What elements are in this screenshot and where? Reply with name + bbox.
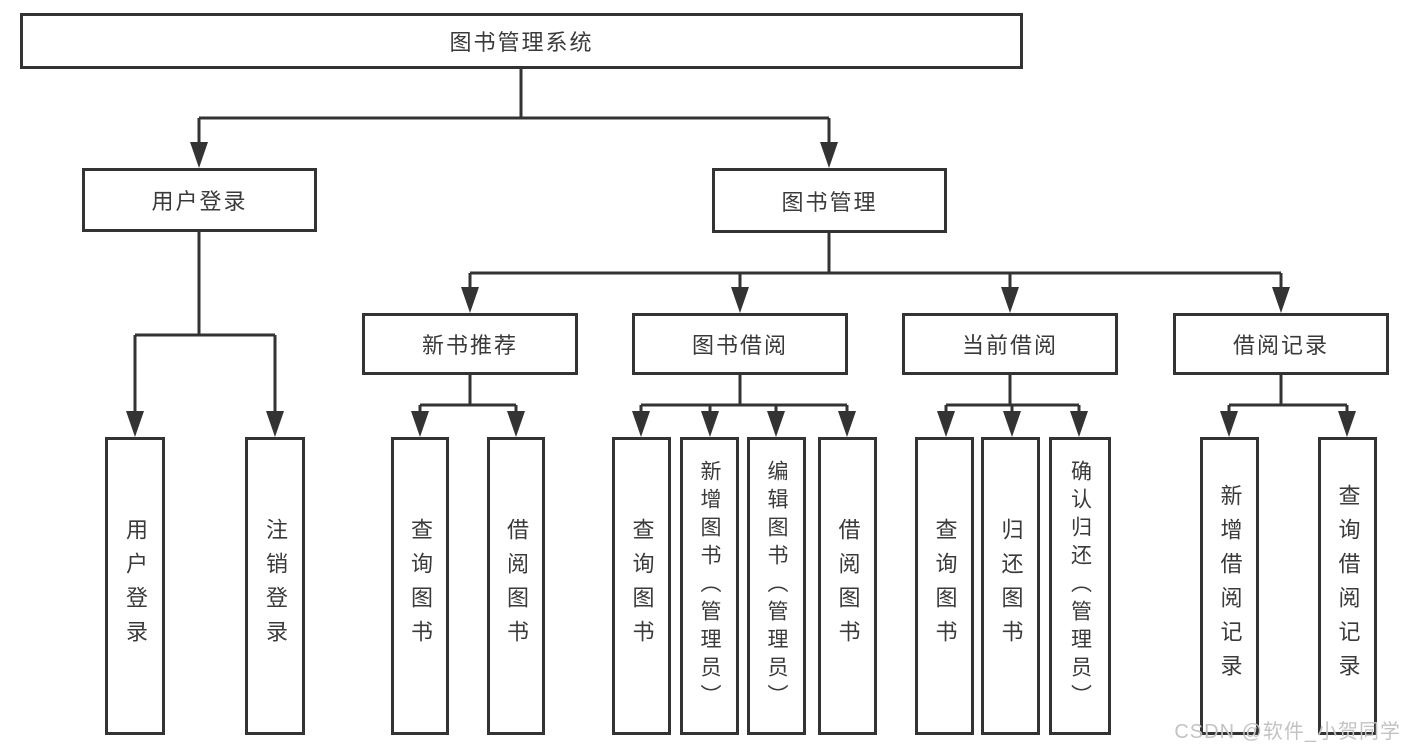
leaf-user-login: 用户登录 <box>105 437 165 735</box>
leaf-edit-book-admin-label: 编辑图书（管理员） <box>765 460 788 712</box>
leaf-return-book-label: 归还图书 <box>998 518 1024 654</box>
node-borrow-records: 借阅记录 <box>1173 313 1389 375</box>
leaf-return-book: 归还图书 <box>981 437 1040 735</box>
leaf-logout: 注销登录 <box>245 437 305 735</box>
leaf-query-books-current-label: 查询图书 <box>932 518 958 654</box>
node-user-login-label: 用户登录 <box>151 189 248 214</box>
leaf-logout-label: 注销登录 <box>263 518 288 654</box>
node-book-management-label: 图书管理 <box>781 189 878 215</box>
leaf-add-borrow-record-label: 新增借阅记录 <box>1217 484 1243 688</box>
leaf-query-books-borrow: 查询图书 <box>612 437 671 735</box>
leaf-query-books-recommend: 查询图书 <box>391 437 449 735</box>
leaf-query-books-current: 查询图书 <box>915 437 974 735</box>
leaf-query-books-recommend-label: 查询图书 <box>408 518 433 654</box>
node-current-borrow: 当前借阅 <box>902 313 1118 375</box>
leaf-borrow-books-borrow: 借阅图书 <box>818 437 877 735</box>
leaf-borrow-books-recommend-label: 借阅图书 <box>504 518 529 654</box>
leaf-add-book-admin-label: 新增图书（管理员） <box>698 460 721 712</box>
node-new-book-recommend: 新书推荐 <box>362 313 578 375</box>
node-root-label: 图书管理系统 <box>449 30 594 55</box>
leaf-edit-book-admin: 编辑图书（管理员） <box>747 437 806 735</box>
leaf-confirm-return-admin: 确认归还（管理员） <box>1049 437 1111 735</box>
node-book-borrow: 图书借阅 <box>632 313 848 375</box>
node-user-login: 用户登录 <box>82 168 317 232</box>
node-book-management: 图书管理 <box>712 168 947 233</box>
leaf-confirm-return-admin-label: 确认归还（管理员） <box>1068 460 1092 712</box>
watermark: CSDN @软件_小贺同学 <box>1174 721 1401 743</box>
leaf-add-borrow-record: 新增借阅记录 <box>1200 437 1259 735</box>
leaf-query-borrow-record: 查询借阅记录 <box>1318 437 1377 735</box>
leaf-query-books-borrow-label: 查询图书 <box>629 518 655 654</box>
node-root-system: 图书管理系统 <box>20 13 1023 69</box>
leaf-borrow-books-recommend: 借阅图书 <box>487 437 545 735</box>
leaf-add-book-admin: 新增图书（管理员） <box>680 437 739 735</box>
leaf-borrow-books-borrow-label: 借阅图书 <box>835 518 861 654</box>
leaf-query-borrow-record-label: 查询借阅记录 <box>1335 484 1361 688</box>
node-book-borrow-label: 图书借阅 <box>691 333 788 358</box>
node-borrow-records-label: 借阅记录 <box>1232 333 1329 358</box>
node-new-book-recommend-label: 新书推荐 <box>421 333 518 358</box>
node-current-borrow-label: 当前借阅 <box>961 333 1058 358</box>
leaf-user-login-label: 用户登录 <box>123 518 148 654</box>
